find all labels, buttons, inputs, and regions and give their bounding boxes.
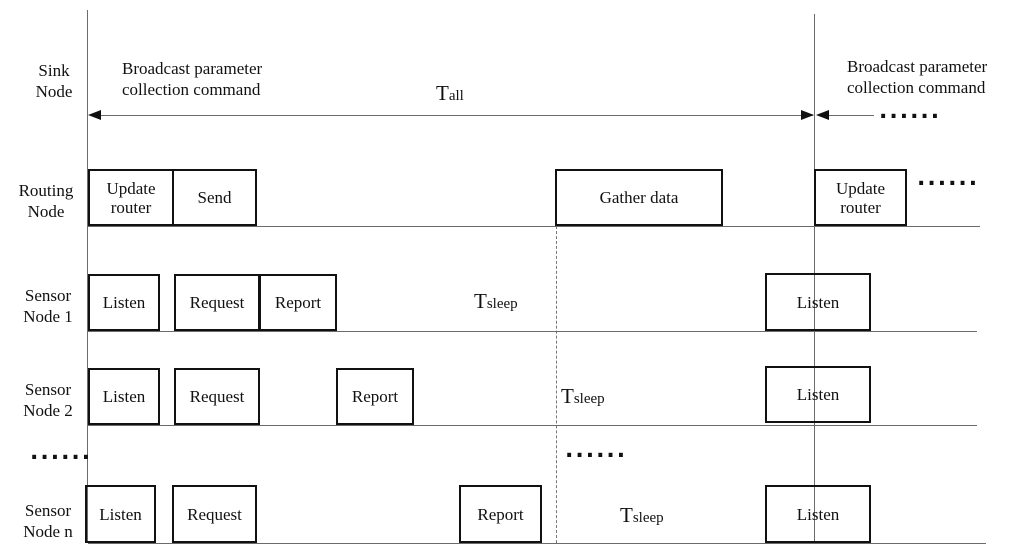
sensor1-listen-box-next: Listen bbox=[765, 273, 871, 331]
sensorn-listen-box-next: Listen bbox=[765, 485, 871, 543]
broadcast-right-line2: collection command bbox=[847, 78, 986, 97]
sensor1-t-sleep-label: Tsleep bbox=[474, 289, 518, 313]
sensorn-request-box: Request bbox=[172, 485, 257, 543]
sensorn-listen-box: Listen bbox=[85, 485, 156, 543]
sensor2-request-box: Request bbox=[174, 368, 260, 425]
cycle-start-line bbox=[87, 10, 88, 543]
broadcast-command-left: Broadcast parameter collection command bbox=[122, 58, 262, 100]
sensor-node-n-label: Sensor Node n bbox=[23, 501, 73, 541]
broadcast-left-line2: collection command bbox=[122, 80, 261, 99]
routing-continues-ellipsis: ...... bbox=[917, 166, 980, 191]
sensor2-listen-box: Listen bbox=[88, 368, 160, 425]
t-all-arrowhead-left-icon bbox=[88, 110, 101, 120]
t-all-label: Tall bbox=[436, 81, 464, 105]
routing-gather-data-box: Gather data bbox=[555, 169, 723, 226]
sensorn-report-box: Report bbox=[459, 485, 542, 543]
routing-send-box: Send bbox=[172, 169, 257, 226]
t-all-arrow-line bbox=[91, 115, 813, 116]
sensor1-baseline bbox=[88, 331, 977, 332]
cycle-end-line bbox=[814, 14, 815, 543]
next-cycle-ellipsis: ...... bbox=[879, 99, 942, 124]
routing-update-router-box-2: Update router bbox=[814, 169, 907, 226]
routing-node-baseline bbox=[88, 226, 980, 227]
next-cycle-arrow-line bbox=[818, 115, 874, 116]
sensor2-listen-box-next: Listen bbox=[765, 366, 871, 423]
sensor2-baseline bbox=[88, 425, 977, 426]
more-nodes-ellipsis-mid: ...... bbox=[565, 438, 628, 463]
sensor2-t-sleep-label: Tsleep bbox=[561, 384, 605, 408]
routing-update-router-box-1: Update router bbox=[88, 169, 174, 226]
wakeup-dashed-line bbox=[556, 226, 557, 543]
sensorn-t-sleep-label: Tsleep bbox=[620, 503, 664, 527]
next-cycle-arrowhead-icon bbox=[816, 110, 829, 120]
sensor2-report-box: Report bbox=[336, 368, 414, 425]
sensor1-report-box: Report bbox=[259, 274, 337, 331]
t-all-arrowhead-right-icon bbox=[801, 110, 814, 120]
sink-node-label: Sink Node bbox=[35, 61, 73, 101]
broadcast-right-line1: Broadcast parameter bbox=[847, 57, 988, 76]
sensor-node-2-label: Sensor Node 2 bbox=[23, 380, 73, 420]
sensor1-request-box: Request bbox=[174, 274, 260, 331]
sensorn-baseline bbox=[88, 543, 986, 544]
sensor-node-1-label: Sensor Node 1 bbox=[23, 286, 73, 326]
more-nodes-ellipsis: ...... bbox=[30, 440, 93, 465]
broadcast-left-line1: Broadcast parameter bbox=[122, 59, 263, 78]
routing-node-label: Routing Node bbox=[18, 181, 74, 221]
sensor1-listen-box: Listen bbox=[88, 274, 160, 331]
broadcast-command-right: Broadcast parameter collection command bbox=[847, 56, 987, 98]
